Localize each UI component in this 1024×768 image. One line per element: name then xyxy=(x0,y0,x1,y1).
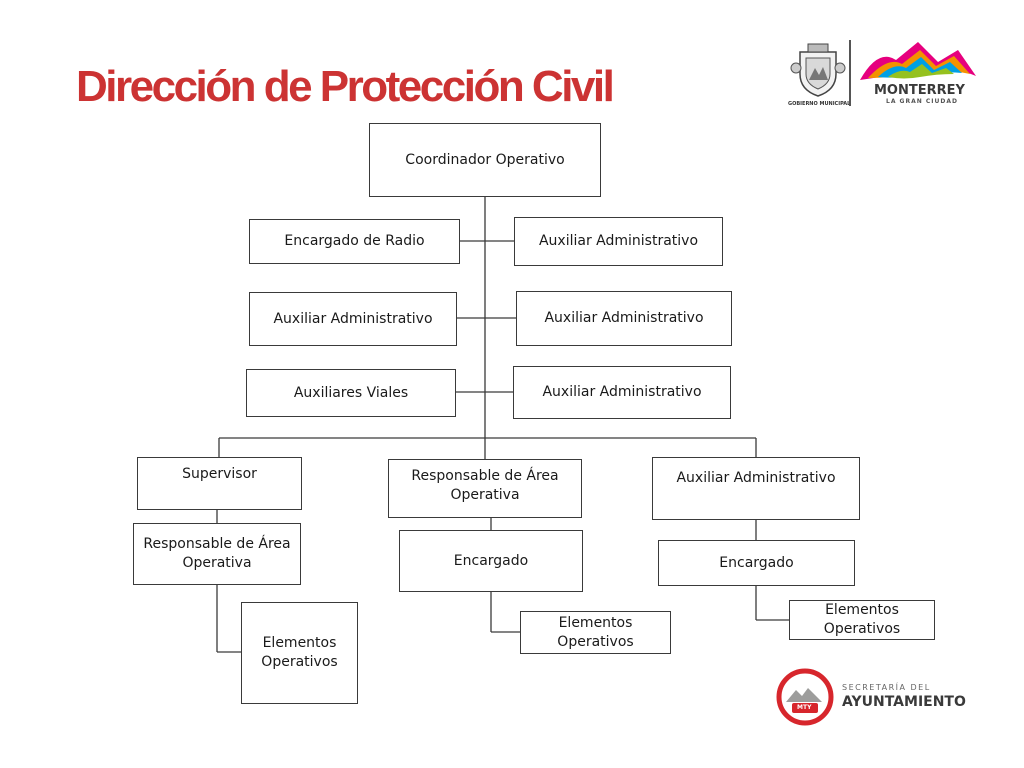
mty-badge-text: MTY xyxy=(797,704,812,711)
org-box-encargado-center: Encargado xyxy=(399,530,583,592)
monterrey-wordmark: MONTERREY xyxy=(874,83,965,98)
org-box-elementos-operativos-center: Elementos Operativos xyxy=(520,611,671,654)
org-box-encargado-de-radio: Encargado de Radio xyxy=(249,219,460,264)
org-box-auxiliar-administrativo-right-2: Auxiliar Administrativo xyxy=(516,291,732,346)
org-box-auxiliar-administrativo-left: Auxiliar Administrativo xyxy=(249,292,457,346)
org-box-auxiliar-administrativo-branch: Auxiliar Administrativo xyxy=(652,457,860,520)
secretaria-line2: AYUNTAMIENTO xyxy=(842,694,966,710)
secretaria-line1: SECRETARÍA DEL xyxy=(842,683,931,692)
coat-of-arms-icon xyxy=(790,43,846,97)
monterrey-logo: MONTERREY LA GRAN CIUDAD xyxy=(858,40,980,110)
org-box-auxiliar-administrativo-right-3: Auxiliar Administrativo xyxy=(513,366,731,419)
monterrey-tagline: LA GRAN CIUDAD xyxy=(886,98,958,105)
logo-divider xyxy=(849,40,851,106)
org-box-coordinador-operativo: Coordinador Operativo xyxy=(369,123,601,197)
mty-roundel-icon xyxy=(776,668,834,726)
org-box-auxiliar-administrativo-right-1: Auxiliar Administrativo xyxy=(514,217,723,266)
mountain-ribbons-icon xyxy=(860,42,976,80)
org-box-auxiliares-viales: Auxiliares Viales xyxy=(246,369,456,417)
municipal-seal-logo: GOBIERNO MUNICIPAL xyxy=(786,40,856,110)
org-box-elementos-operativos-right: Elementos Operativos xyxy=(789,600,935,640)
org-box-responsable-area-operativa-left: Responsable de Área Operativa xyxy=(133,523,301,585)
org-box-supervisor: Supervisor xyxy=(137,457,302,510)
org-box-elementos-operativos-left: Elementos Operativos xyxy=(241,602,358,704)
page-title: Dirección de Protección Civil xyxy=(76,62,615,111)
org-box-encargado-right: Encargado xyxy=(658,540,855,586)
secretaria-ayuntamiento-logo: MTY SECRETARÍA DEL AYUNTAMIENTO xyxy=(776,668,991,730)
seal-caption: GOBIERNO MUNICIPAL xyxy=(788,101,851,107)
org-box-responsable-area-operativa-center: Responsable de Área Operativa xyxy=(388,459,582,518)
